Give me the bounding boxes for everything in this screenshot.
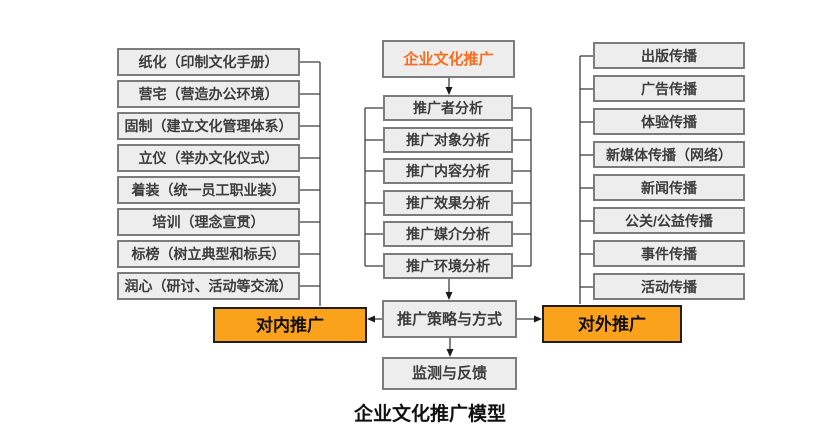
analysis-node: 推广媒介分析 bbox=[383, 221, 513, 247]
strategy-node: 推广策略与方式 bbox=[382, 300, 517, 338]
root-node: 企业文化推广 bbox=[382, 40, 515, 78]
internal-method-node: 标榜（树立典型和标兵） bbox=[117, 240, 300, 268]
analysis-node: 推广者分析 bbox=[383, 95, 513, 121]
external-channel-node: 新媒体传播（网络） bbox=[593, 141, 745, 168]
analysis-node: 推广对象分析 bbox=[383, 127, 513, 153]
diagram-title: 企业文化推广模型 bbox=[353, 404, 506, 425]
external-channel-node: 出版传播 bbox=[593, 42, 745, 69]
external-promo-header: 对外推广 bbox=[542, 305, 682, 343]
external-channel-node: 事件传播 bbox=[593, 240, 745, 267]
analysis-node: 推广环境分析 bbox=[383, 253, 513, 279]
analysis-node: 推广效果分析 bbox=[383, 190, 513, 216]
external-channel-node: 广告传播 bbox=[593, 75, 745, 102]
internal-method-node: 着装（统一员工职业装） bbox=[117, 176, 300, 204]
monitor-node: 监测与反馈 bbox=[382, 357, 517, 390]
internal-method-node: 营宅（营造办公环境） bbox=[117, 80, 300, 108]
external-channel-node: 活动传播 bbox=[593, 273, 745, 300]
external-channel-node: 体验传播 bbox=[593, 108, 745, 135]
external-channel-node: 公关/公益传播 bbox=[593, 207, 745, 234]
internal-method-node: 立仪（举办文化仪式） bbox=[117, 144, 300, 172]
external-channel-node: 新闻传播 bbox=[593, 174, 745, 201]
internal-method-node: 纸化（印制文化手册） bbox=[117, 48, 300, 76]
internal-method-node: 培训（理念宣贯） bbox=[117, 208, 300, 236]
analysis-node: 推广内容分析 bbox=[383, 158, 513, 184]
internal-method-node: 固制（建立文化管理体系） bbox=[117, 112, 300, 140]
internal-promo-header: 对内推广 bbox=[213, 307, 367, 343]
internal-method-node: 润心（研讨、活动等交流） bbox=[117, 272, 300, 300]
